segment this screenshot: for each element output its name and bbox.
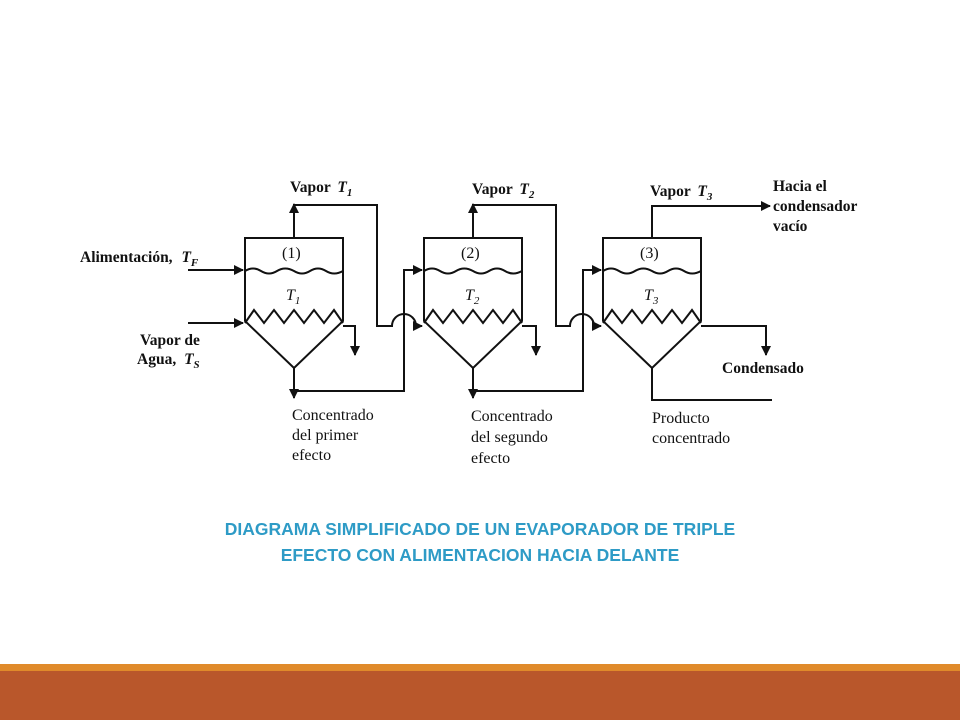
vapor-temp-sub-2: 2 xyxy=(528,189,535,201)
condensate-outlet-2 xyxy=(522,325,541,356)
effect-temp-3: T xyxy=(644,287,654,304)
condensate-outlet-1 xyxy=(343,325,360,356)
condensate-outlet-3 xyxy=(701,325,771,356)
svg-text:Alimentación, TF: Alimentación, TF xyxy=(80,249,199,269)
feed-label: Alimentación, xyxy=(80,249,173,266)
vapor-line-3 xyxy=(651,201,771,238)
product-outlet-3 xyxy=(651,368,772,401)
caption-line-2: EFECTO CON ALIMENTACION HACIA DELANTE xyxy=(280,545,680,565)
vapor-temp-2: T xyxy=(519,181,529,198)
steam-label-line1: Vapor de xyxy=(140,332,200,349)
evaporator-body-2 xyxy=(423,237,523,370)
effect-temp-sub-2: 2 xyxy=(474,295,480,307)
svg-text:Vapor T2: Vapor T2 xyxy=(472,181,535,201)
effect-temp-sub-1: 1 xyxy=(295,295,301,307)
transfer-line-2-3 xyxy=(473,265,602,392)
svg-text:T2: T2 xyxy=(465,287,480,307)
evaporator-diagram: Alimentación, TF Vapor de Agua, TS Vapor… xyxy=(80,178,858,467)
svg-text:T3: T3 xyxy=(644,287,659,307)
vapor-temp-sub-1: 1 xyxy=(347,187,353,199)
heating-coil-1 xyxy=(244,308,344,325)
effect-temp-sub-3: 3 xyxy=(652,295,659,307)
vapor-label-2: Vapor xyxy=(472,181,513,198)
heating-coil-2 xyxy=(423,308,523,325)
evaporator-body-1 xyxy=(244,237,344,370)
caption-line-1: DIAGRAMA SIMPLIFICADO DE UN EVAPORADOR D… xyxy=(224,519,736,539)
vapor-pipe-2 xyxy=(473,204,602,331)
steam-temp-sub: S xyxy=(194,359,200,371)
footer-bar xyxy=(0,671,960,720)
vapor-pipe-1 xyxy=(294,204,423,331)
effect-temp-2: T xyxy=(465,287,475,304)
liquid-level-1 xyxy=(244,267,344,275)
svg-text:T1: T1 xyxy=(286,287,300,307)
liquid-level-3 xyxy=(602,267,702,275)
effect-number-3: (3) xyxy=(640,245,659,262)
vapor-label-1: Vapor xyxy=(290,179,331,196)
product-label-1-line1: Concentrado xyxy=(292,407,374,424)
effect-number-1: (1) xyxy=(282,245,301,262)
vapor-temp-1: T xyxy=(337,179,347,196)
effect-number-2: (2) xyxy=(461,245,480,262)
steam-temp: T xyxy=(184,351,194,368)
feed-temp-sub: F xyxy=(190,257,199,269)
product-label-3-line1: Producto xyxy=(652,410,710,427)
steam-label-line2: Agua, xyxy=(137,351,176,368)
condenser-label-line2: condensador xyxy=(773,198,858,215)
vapor-temp-3: T xyxy=(697,183,707,200)
svg-text:Vapor T3: Vapor T3 xyxy=(650,183,713,203)
evaporator-body-3 xyxy=(602,237,702,370)
effect-temp-1: T xyxy=(286,287,296,304)
diagram-caption: DIAGRAMA SIMPLIFICADO DE UN EVAPORADOR D… xyxy=(0,516,960,568)
svg-text:Vapor T1: Vapor T1 xyxy=(290,179,352,199)
heating-coil-3 xyxy=(602,308,702,325)
footer-accent-bar xyxy=(0,664,960,671)
condenser-label-line3: vacío xyxy=(773,218,808,235)
condenser-label-line1: Hacia el xyxy=(773,178,827,195)
product-label-2-line2: del segundo xyxy=(471,429,548,446)
liquid-level-2 xyxy=(423,267,523,275)
feed-temp: T xyxy=(181,249,191,266)
product-label-1-line2: del primer xyxy=(292,427,359,444)
product-label-2-line3: efecto xyxy=(471,450,510,467)
transfer-line-1-2 xyxy=(294,265,423,392)
vapor-label-3: Vapor xyxy=(650,183,691,200)
vapor-temp-sub-3: 3 xyxy=(706,191,713,203)
product-label-1-line3: efecto xyxy=(292,447,331,464)
product-label-2-line1: Concentrado xyxy=(471,408,553,425)
product-label-3-line2: concentrado xyxy=(652,430,730,447)
condensate-label: Condensado xyxy=(722,360,804,377)
svg-text:Agua, TS: Agua, TS xyxy=(137,351,200,371)
